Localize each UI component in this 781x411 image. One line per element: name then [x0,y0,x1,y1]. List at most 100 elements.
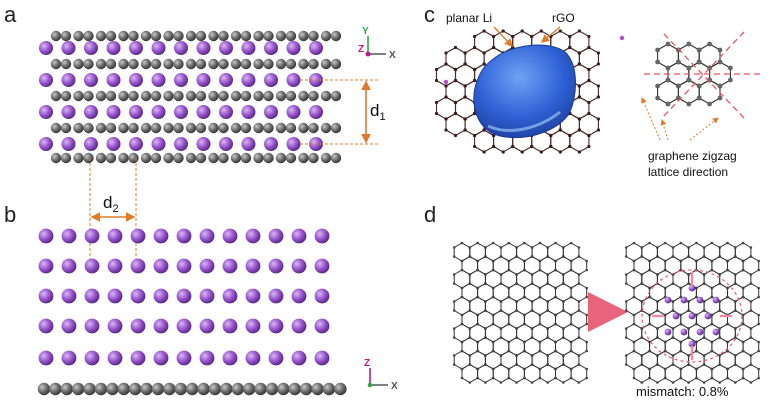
carbon-atom [72,382,85,396]
carbon-node [569,259,573,263]
carbon-atom [230,90,242,102]
hex-cell [539,363,556,384]
carbon-node [596,51,601,55]
carbon-node [726,259,729,263]
carbon-node [671,336,675,339]
carbon-node [484,309,487,312]
carbon-node [569,349,573,353]
carbon-node [460,286,464,290]
carbon-node [577,246,581,249]
carbon-atom [128,90,139,102]
carbon-atom [105,30,117,42]
carbon-node [632,340,636,344]
carbon-atom [185,30,197,42]
carbon-node [718,246,721,249]
carbon-atom [308,58,319,70]
carbon-node [491,367,495,371]
carbon-node [484,354,487,357]
carbon-node [515,273,518,276]
lithium-atom [291,288,307,304]
carbon-node [463,128,467,132]
carbon-node [484,327,487,330]
carbon-atom [298,30,309,42]
lithium-atom [61,41,76,55]
carbon-node [702,282,706,285]
carbon-node [749,246,753,249]
lithium-atom [38,350,54,366]
carbon-atom [285,90,297,102]
carbon-node [530,282,534,285]
lithium-atom [176,258,192,274]
dopant-atom [443,79,449,85]
hex-cell [523,363,541,384]
zigzag-label-line2: lattice direction [648,165,728,179]
carbon-node [554,286,557,290]
hex-cell [550,129,571,153]
hex-cell [680,363,697,384]
carbon-node [671,354,675,357]
carbon-node [558,150,562,154]
carbon-node [546,354,549,357]
carbon-node [734,255,737,258]
lithium-atom [176,228,192,244]
carbon-node [491,295,495,299]
carbon-node [530,309,534,312]
graphene-zigzag-schematic [644,31,760,119]
lithium-atom [314,228,330,244]
carbon-atom [118,152,129,164]
carbon-atom [275,58,287,70]
carbon-node [632,376,636,380]
carbon-node [476,259,479,263]
lithium-atom [61,137,76,151]
carbon-atom [320,58,332,70]
zigzag-label-line1: graphene zigzag [648,149,737,163]
carbon-node [546,273,549,276]
carbon-node [538,376,542,380]
carbon-node [718,381,721,384]
carbon-node [507,349,511,353]
carbon-node [460,322,464,326]
carbon-node [632,367,636,371]
carbon-atom [50,152,62,164]
graphene-lattice-right [624,241,760,384]
carbon-node [577,381,581,384]
lithium-atom [129,41,143,55]
carbon-node [484,381,487,384]
carbon-atom [230,30,242,42]
carbon-node [663,313,667,317]
carbon-node [468,381,472,384]
carbon-node [741,376,745,380]
carbon-node [687,327,690,330]
carbon-atom [330,58,342,70]
carbon-atom [320,90,332,102]
carbon-node [687,336,690,339]
lithium-atom [688,312,696,320]
lithium-atom [314,350,330,366]
carbon-atom [95,58,107,70]
carbon-node [577,51,582,55]
carbon-atom [208,152,219,164]
carbon-node [648,349,651,353]
carbon-node [434,67,439,72]
carbon-node [587,133,591,138]
carbon-node [562,363,565,366]
carbon-node [656,327,659,330]
carbon-atom [83,30,94,42]
lithium-atom [245,288,261,304]
carbon-node [624,300,628,303]
lithium-atom [241,105,256,119]
carbon-atom [195,90,207,102]
carbon-node [577,95,582,99]
carbon-node [554,259,557,263]
carbon-node [718,309,721,312]
carbon-atom [197,382,210,396]
carbon-atom [128,122,139,134]
carbon-atom [73,122,84,134]
lithium-atom [106,41,121,55]
carbon-atom [288,382,301,396]
carbon-node [482,29,486,33]
carbon-node [663,259,667,263]
carbon-atom [330,30,342,42]
carbon-node [562,246,565,249]
lithium-atom [151,41,166,55]
